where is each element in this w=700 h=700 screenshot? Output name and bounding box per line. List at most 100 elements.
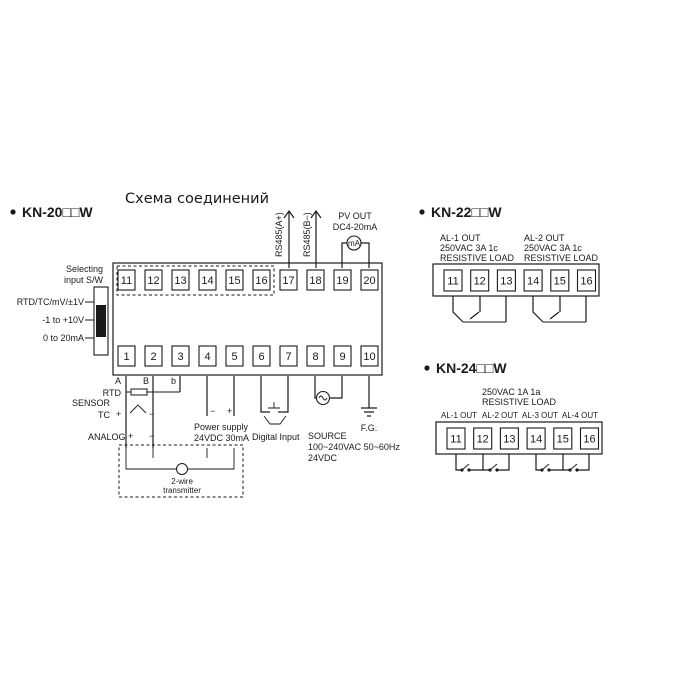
power-supply-line1: Power supply xyxy=(194,422,249,432)
digital-input-switch-icon xyxy=(268,402,280,409)
kn20-bottom-terminal-label: 1 xyxy=(123,351,129,363)
kn24-terminal-15 xyxy=(553,427,573,450)
tc-minus: − xyxy=(149,409,154,419)
tc-plus: + xyxy=(116,409,121,419)
kn24-terminals: 11 12 13 14 15 16 xyxy=(446,427,600,450)
kn24-al3-label: AL-3 OUT xyxy=(522,411,558,420)
kn20-bottom-terminal-1 xyxy=(117,345,136,367)
bullet-icon xyxy=(419,209,425,215)
kn22-model-label: KN-22□□W xyxy=(431,204,502,220)
kn20-model-label: KN-20□□W xyxy=(22,204,93,220)
sw-option-leaders xyxy=(85,301,94,339)
rs485-plus-label: RS485(A+) xyxy=(274,212,284,257)
kn22-terminal-label: 14 xyxy=(527,276,539,288)
kn24-terminal-16 xyxy=(579,427,600,450)
kn20-top-terminal-19 xyxy=(333,269,352,291)
kn20-top-terminal-label: 15 xyxy=(228,275,240,287)
kn22-al2-line3: RESISTIVE LOAD xyxy=(524,253,599,263)
kn20-top-terminal-13 xyxy=(171,269,190,291)
kn20-bottom-terminal-5 xyxy=(225,345,244,367)
source-line1: SOURCE xyxy=(308,431,347,441)
kn22-terminal-label: 13 xyxy=(500,276,512,288)
kn24-terminal-13 xyxy=(499,427,519,450)
selecting-label-line1: Selecting xyxy=(66,264,103,274)
selecting-label-line2: input S/W xyxy=(64,275,104,285)
transmitter-label-line1: 2-wire xyxy=(171,477,193,486)
kn24-terminal-label: 13 xyxy=(503,434,515,446)
kn24-terminal-label: 16 xyxy=(583,434,595,446)
kn22-terminal-label: 12 xyxy=(474,276,486,288)
kn22-terminal-label: 11 xyxy=(447,276,458,288)
kn22-al1-line2: 250VAC 3A 1c xyxy=(440,243,498,253)
sensor-label: SENSOR xyxy=(72,398,111,408)
tc-label: TC xyxy=(98,410,110,420)
kn24-relay1-contact-icon xyxy=(455,454,484,471)
kn20-bottom-terminal-label: 5 xyxy=(231,351,237,363)
kn22-section: KN-22□□W AL-1 OUT 250VAC 3A 1c RESISTIVE… xyxy=(419,204,600,323)
kn20-top-terminal-16 xyxy=(252,269,271,291)
kn20-top-terminal-label: 20 xyxy=(363,275,375,287)
pv-out-label-line2: DC4-20mA xyxy=(333,222,378,232)
kn20-bottom-terminal-10 xyxy=(360,345,379,367)
kn22-relay1-contact-icon xyxy=(452,296,507,323)
kn24-terminal-label: 15 xyxy=(557,434,569,446)
kn24-terminal-label: 14 xyxy=(530,434,542,446)
kn22-terminal-label: 16 xyxy=(580,276,592,288)
kn20-bottom-terminal-label: 7 xyxy=(285,351,291,363)
kn20-top-terminal-label: 16 xyxy=(255,275,267,287)
kn20-top-terminal-label: 17 xyxy=(282,275,294,287)
sw-option-2: -1 to +10V xyxy=(42,315,84,325)
kn20-bottom-terminal-7 xyxy=(279,345,298,367)
kn22-al2-line2: 250VAC 3A 1c xyxy=(524,243,582,253)
kn22-terminal-13 xyxy=(496,269,516,292)
kn24-terminal-label: 12 xyxy=(477,434,489,446)
kn24-section: KN-24□□W 250VAC 1A 1a RESISTIVE LOAD AL-… xyxy=(424,360,603,472)
ac-wave-icon xyxy=(318,395,328,401)
kn24-terminal-label: 11 xyxy=(450,434,461,446)
sw-option-1: RTD/TC/mV/±1V xyxy=(17,297,84,307)
digital-input-contact-icon xyxy=(263,415,287,425)
digital-input-wiring xyxy=(260,376,289,413)
ps-minus: − xyxy=(210,406,215,416)
pv-out-wiring xyxy=(341,242,370,268)
rtd-resistor-icon xyxy=(130,388,148,396)
diagram-title: Схема соединений xyxy=(125,191,269,207)
transmitter-icon xyxy=(176,463,188,475)
kn20-bottom-terminal-3 xyxy=(171,345,190,367)
kn20-top-terminal-20 xyxy=(360,269,379,291)
kn20-bottom-terminal-label: 9 xyxy=(339,351,345,363)
rs485-plus-arrow-icon xyxy=(283,209,295,268)
kn20-bottom-terminal-4 xyxy=(198,345,217,367)
transmitter-label-line2: transmitter xyxy=(163,486,201,495)
kn22-terminal-label: 15 xyxy=(554,276,566,288)
analog-minus: − xyxy=(149,431,154,441)
kn24-relay3-contact-icon xyxy=(535,454,564,471)
kn20-bottom-terminal-label: 4 xyxy=(204,351,210,363)
kn20-bottom-terminal-8 xyxy=(306,345,325,367)
kn22-terminals: 11 12 13 14 15 16 xyxy=(443,269,597,292)
power-supply-line2: 24VDC 30mA xyxy=(194,433,249,443)
ground-icon xyxy=(361,376,377,417)
kn20-top-terminal-18 xyxy=(306,269,325,291)
digital-input-label: Digital Input xyxy=(252,432,300,442)
sensor-b-label: B xyxy=(143,376,149,386)
kn20-top-terminal-label: 19 xyxy=(336,275,348,287)
kn20-bottom-terminal-6 xyxy=(252,345,271,367)
analog-plus: + xyxy=(128,431,133,441)
kn20-bottom-terminal-label: 6 xyxy=(258,351,264,363)
kn20-bottom-terminal-label: 3 xyxy=(177,351,183,363)
transmitter-box xyxy=(118,444,244,498)
kn24-al4-label: AL-4 OUT xyxy=(562,411,598,420)
kn24-relay4-contact-icon xyxy=(563,454,590,471)
kn22-terminal-12 xyxy=(470,269,490,292)
power-supply-leads xyxy=(206,376,235,416)
kn24-rating-line1: 250VAC 1A 1a xyxy=(482,387,540,397)
kn24-terminal-12 xyxy=(473,427,493,450)
kn20-top-terminal-label: 12 xyxy=(147,275,159,287)
thermocouple-icon xyxy=(129,404,147,414)
kn20-top-terminal-label: 14 xyxy=(201,275,213,287)
kn20-bottom-terminal-9 xyxy=(333,345,352,367)
bullet-icon xyxy=(424,365,430,371)
bullet-icon xyxy=(10,209,16,215)
